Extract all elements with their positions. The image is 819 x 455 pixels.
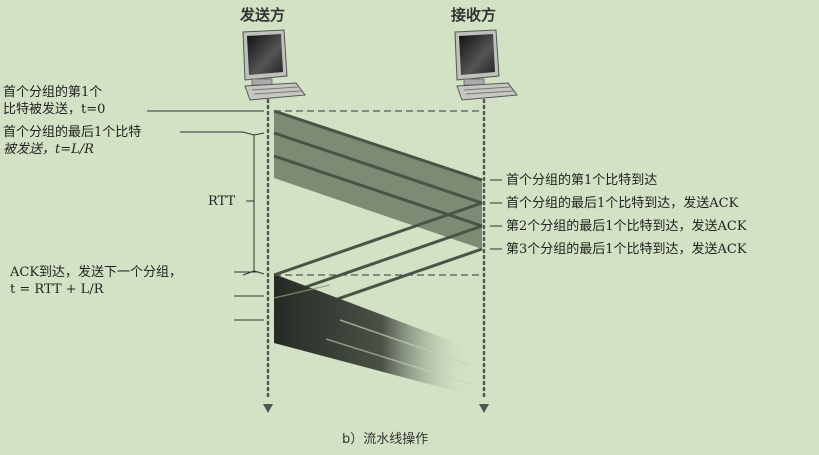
ack-line-1 (273, 201, 483, 277)
packet-band-window1 (274, 111, 482, 249)
sender-title: 发送方 (240, 6, 286, 24)
receiver-title: 接收方 (451, 6, 497, 24)
packet-band-window2 (274, 274, 470, 395)
label-pkt2-last-bit-arrives: 第2个分组的最后1个比特到达，发送ACK (506, 219, 747, 234)
figure-caption: b）流水线操作 (342, 432, 429, 447)
sender-computer-icon (242, 29, 306, 101)
label-pkt1-last-bit-arrives: 首个分组的最后1个比特到达，发送ACK (506, 196, 739, 211)
rtt-bracket (242, 131, 255, 276)
receiver-timeline-arrow-icon (479, 404, 489, 413)
label-first-bit-arrives: 首个分组的第1个比特到达 (506, 173, 658, 188)
receiver-computer-icon (454, 29, 518, 101)
ack-line-2 (273, 224, 483, 300)
label-last-bit-sent: 首个分组的最后1个比特 被发送，t=L/R (3, 125, 142, 157)
sender-timeline-arrow-icon (263, 404, 273, 413)
label-ack-arrives: ACK到达，发送下一个分组， t = RTT + L/R (10, 265, 183, 297)
label-first-bit-sent: 首个分组的第1个 比特被发送，t=0 (3, 85, 106, 117)
label-rtt: RTT (208, 194, 236, 209)
label-pkt3-last-bit-arrives: 第3个分组的最后1个比特到达，发送ACK (506, 242, 747, 257)
